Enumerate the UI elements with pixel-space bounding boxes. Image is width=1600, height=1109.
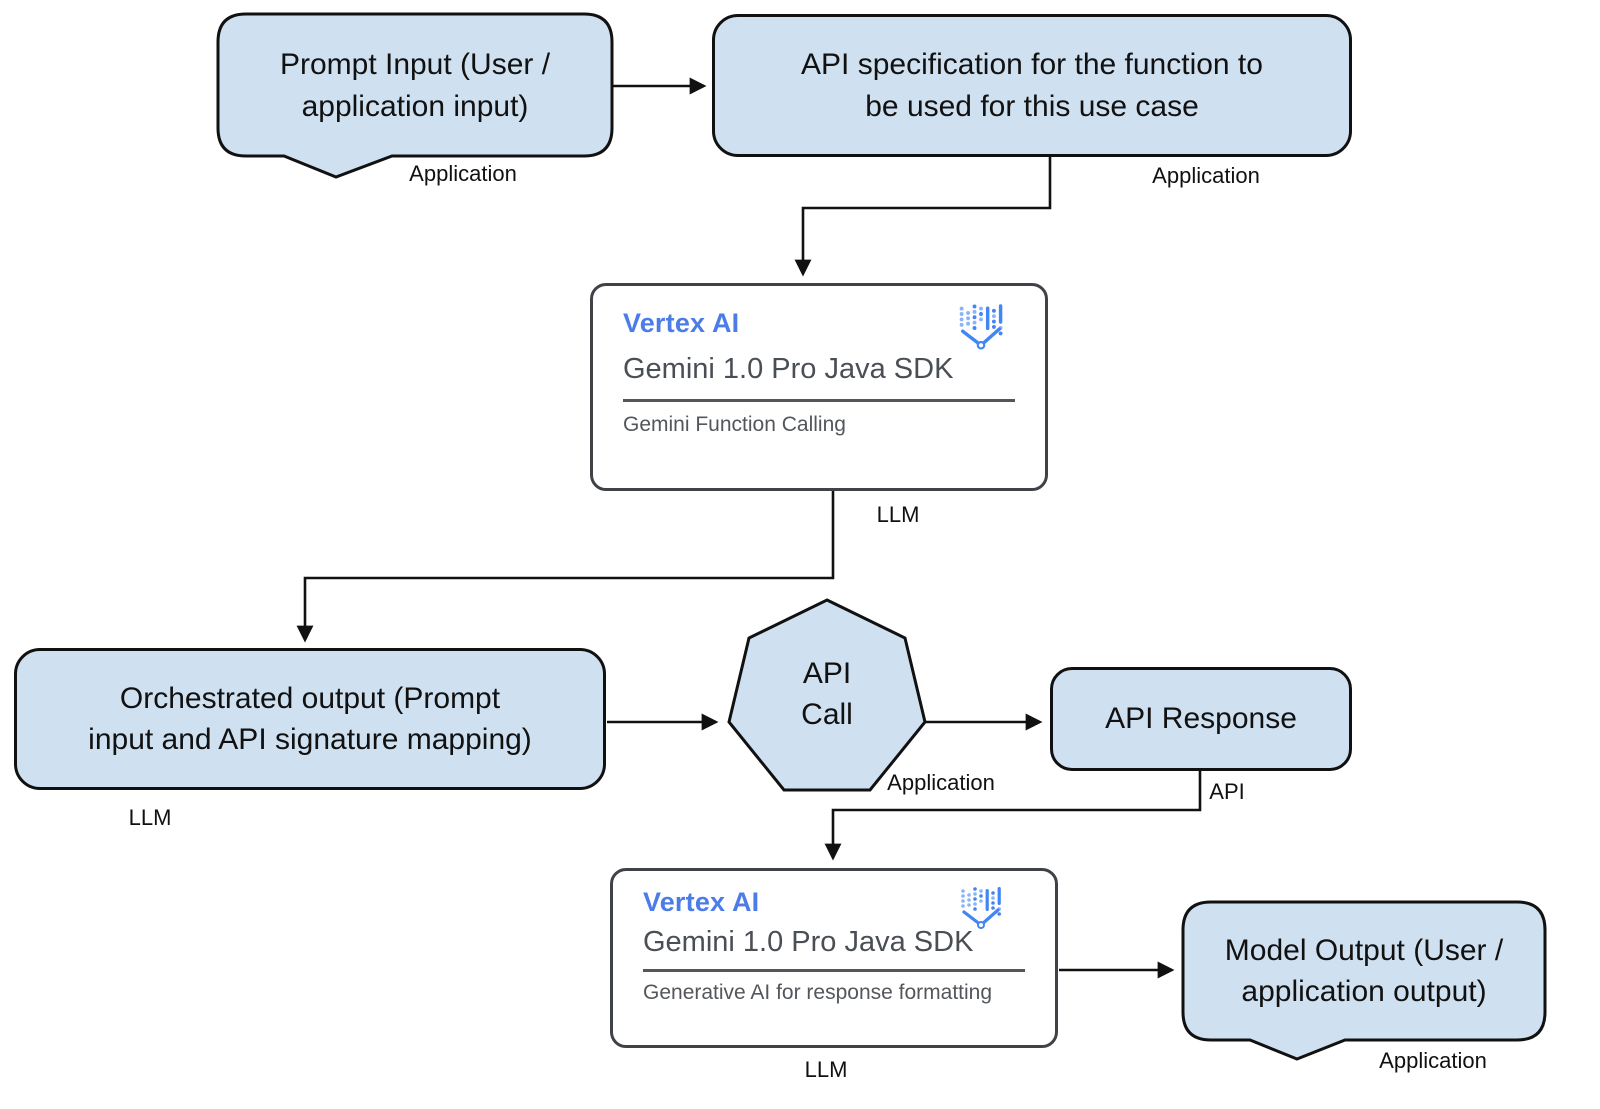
card-content: Vertex AI Gemini 1.0 Pro Java SDK Gemini…: [593, 286, 1045, 488]
card-feature-label: Generative AI for response formatting: [643, 981, 993, 1004]
connector-apispec-to-llm1: [794, 157, 1052, 277]
vertex-ai-product-name: Vertex AI: [623, 308, 740, 338]
gemini-sdk-name: Gemini 1.0 Pro Java SDK: [623, 353, 954, 385]
vertex-ai-icon: [959, 304, 1003, 350]
tag-llm-function-calling: LLM: [876, 501, 920, 527]
tag-api-call-application: Application: [887, 769, 995, 795]
api-call-shape: [727, 598, 927, 792]
orchestrated-output-shape: [14, 648, 606, 790]
tag-api-spec-application: Application: [1152, 162, 1260, 188]
prompt-input-shape: [216, 12, 614, 179]
connector-apiresponse-to-llm2: [824, 771, 1202, 861]
tag-api-response-api: API: [1209, 778, 1245, 804]
tag-llm-response-formatting: LLM: [804, 1056, 848, 1082]
model-output-shape: [1181, 900, 1547, 1061]
vertex-ai-icon: [961, 887, 1001, 929]
api-response-shape: [1050, 667, 1352, 771]
node-api-response: API Response: [1105, 702, 1297, 736]
tag-prompt-input-application: Application: [409, 160, 517, 186]
gemini-sdk-name: Gemini 1.0 Pro Java SDK: [643, 926, 974, 958]
node-model-output: Model Output (User / application output): [1224, 933, 1504, 1008]
node-api-spec: API specification for the function to be…: [801, 48, 1263, 123]
card-separator: [643, 969, 1025, 972]
connector-llm1-to-orchestrated: [296, 491, 835, 643]
card-content: Vertex AI Gemini 1.0 Pro Java SDK Genera…: [613, 871, 1055, 1045]
api-spec-shape: [712, 14, 1352, 157]
card-separator: [623, 399, 1015, 402]
node-api-call: API Call: [801, 656, 853, 731]
node-prompt-input: Prompt Input (User / application input): [279, 48, 551, 123]
tag-model-output-application: Application: [1379, 1047, 1487, 1073]
card-feature-label: Gemini Function Calling: [623, 413, 846, 436]
tag-orchestrated-llm: LLM: [128, 804, 172, 830]
node-llm-function-calling: Vertex AI Gemini 1.0 Pro Java SDK Gemini…: [590, 283, 1048, 491]
node-orchestrated-output: Orchestrated output (Prompt input and AP…: [88, 681, 532, 756]
vertex-ai-product-name: Vertex AI: [643, 887, 760, 917]
node-llm-response-formatting: Vertex AI Gemini 1.0 Pro Java SDK Genera…: [610, 868, 1058, 1048]
